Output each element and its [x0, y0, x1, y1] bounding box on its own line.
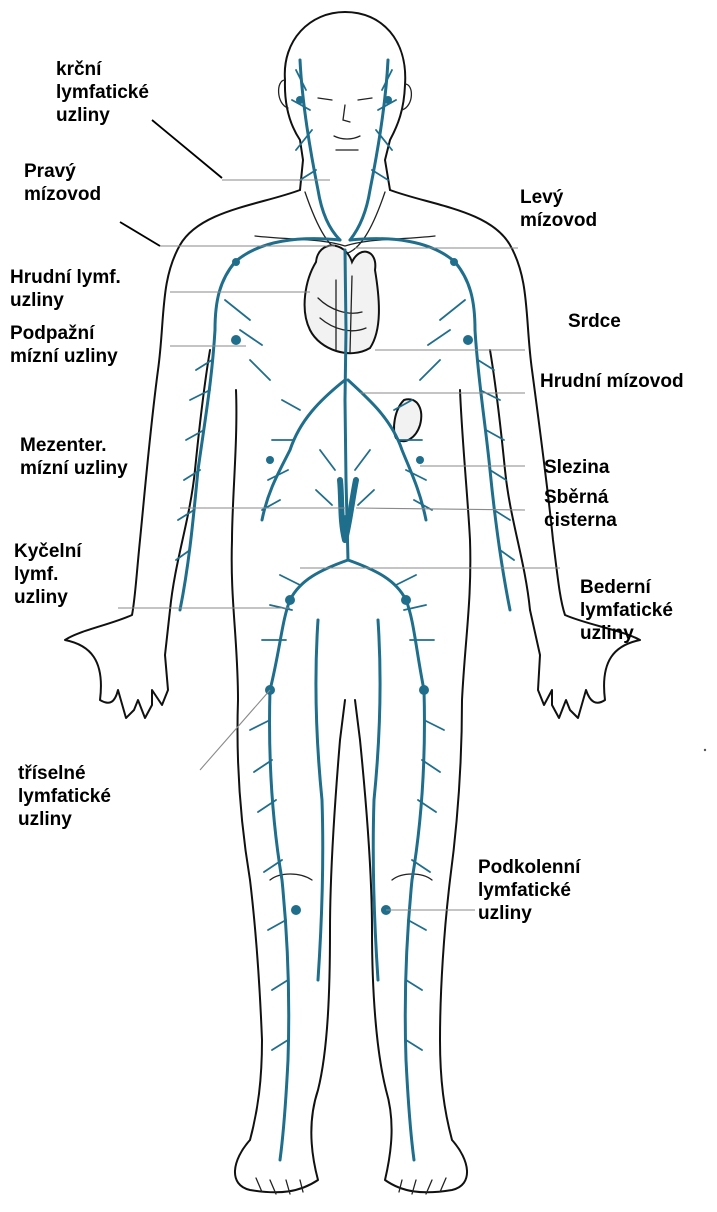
label-line: lymf. — [14, 563, 82, 586]
label-mezenter-mizni-uzliny: Mezenter. mízní uzliny — [20, 434, 128, 480]
label-line: lymfatické — [478, 879, 580, 902]
label-line: cisterna — [544, 509, 617, 532]
label-line: uzliny — [478, 902, 580, 925]
heart-organ — [305, 246, 379, 354]
label-podkolenni-lymf-uzliny: Podkolenní lymfatické uzliny — [478, 856, 580, 925]
label-line: Pravý — [24, 160, 101, 183]
label-line: tříselné — [18, 762, 111, 785]
label-line: lymfatické — [18, 785, 111, 808]
spleen-organ — [394, 399, 421, 441]
label-line: lymfatické — [580, 599, 673, 622]
label-line: Slezina — [544, 456, 609, 479]
label-triselne-lymf-uzliny: tříselné lymfatické uzliny — [18, 762, 111, 831]
label-bederni-lymf-uzliny: Bederní lymfatické uzliny — [580, 576, 673, 645]
label-line: mízní uzliny — [20, 457, 128, 480]
label-line: Mezenter. — [20, 434, 128, 457]
label-line: mízní uzliny — [10, 345, 118, 368]
label-srdce: Srdce — [568, 310, 621, 333]
label-pravy-mizovod: Pravý mízovod — [24, 160, 101, 206]
label-hrudni-lymf-uzliny: Hrudní lymf. uzliny — [10, 266, 121, 312]
label-line: Podpažní — [10, 322, 118, 345]
label-line: mízovod — [520, 209, 597, 232]
label-krcni-lymf-uzliny: krční lymfatické uzliny — [56, 58, 149, 127]
label-line: uzliny — [18, 808, 111, 831]
label-podpazni-mizni-uzliny: Podpažní mízní uzliny — [10, 322, 118, 368]
label-line: Hrudní lymf. — [10, 266, 121, 289]
label-line: krční — [56, 58, 149, 81]
label-hrudni-mizovod: Hrudní mízovod — [540, 370, 684, 393]
label-line: Srdce — [568, 310, 621, 333]
label-sberna-cisterna: Sběrná cisterna — [544, 486, 617, 532]
label-line: Bederní — [580, 576, 673, 599]
label-line: uzliny — [14, 586, 82, 609]
label-levy-mizovod: Levý mízovod — [520, 186, 597, 232]
label-line: Kyčelní — [14, 540, 82, 563]
label-line: uzliny — [56, 104, 149, 127]
label-line: uzliny — [10, 289, 121, 312]
label-line: Hrudní mízovod — [540, 370, 684, 393]
label-line: lymfatické — [56, 81, 149, 104]
label-line: Levý — [520, 186, 597, 209]
label-kycelni-lymf-uzliny: Kyčelní lymf. uzliny — [14, 540, 82, 609]
label-line: mízovod — [24, 183, 101, 206]
label-line: Sběrná — [544, 486, 617, 509]
label-line: Podkolenní — [478, 856, 580, 879]
label-slezina: Slezina — [544, 456, 609, 479]
lymph-vessel-network — [176, 60, 514, 1160]
label-line: uzliny — [580, 622, 673, 645]
